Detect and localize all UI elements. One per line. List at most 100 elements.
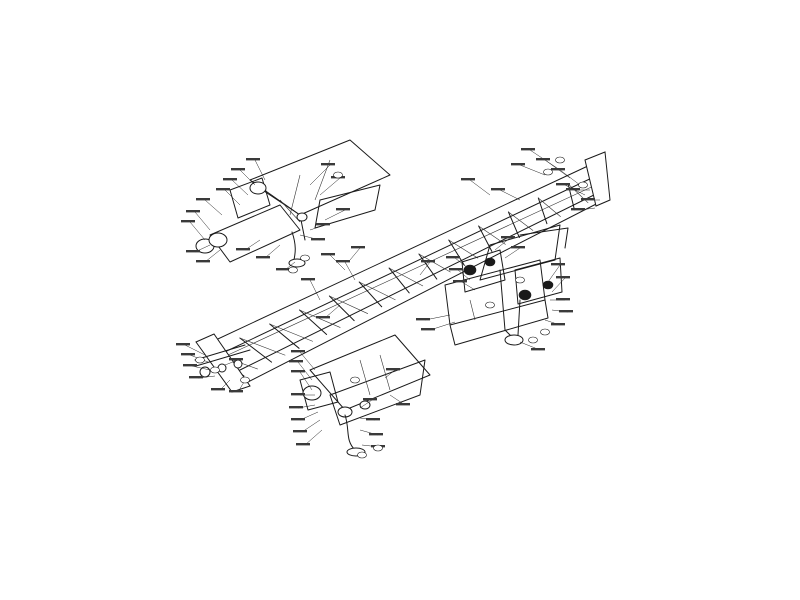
callout-tag-illegible [293, 430, 307, 433]
callout-tag-illegible [449, 268, 463, 271]
callout-tag-illegible [321, 253, 335, 256]
callout-tag-illegible [316, 316, 330, 319]
callout-leader [189, 221, 206, 241]
callout-tag-illegible [186, 250, 200, 253]
callout-tag-illegible [216, 188, 230, 191]
callout-tag-illegible [189, 376, 203, 379]
callout-tag-illegible [291, 370, 305, 373]
callout-leader [264, 244, 281, 259]
callout-tag-illegible [181, 353, 195, 356]
callout-tag-illegible [236, 248, 250, 251]
detail-reference-bubble [373, 444, 383, 452]
callout-leader [559, 169, 581, 186]
callout-leader [191, 365, 211, 371]
callout-tag-illegible [196, 260, 210, 263]
callout-tag-illegible [511, 163, 525, 166]
callout-tag-illegible [416, 318, 430, 321]
callout-tag-illegible [231, 168, 245, 171]
detail-reference-bubble [300, 254, 310, 262]
lower-center-subassembly [299, 334, 431, 457]
callout-tag-illegible [556, 183, 570, 186]
callout-tag-illegible [511, 246, 525, 249]
truss-vertical [328, 295, 355, 322]
callout-leader [309, 164, 331, 186]
truss-diagonal [388, 267, 424, 287]
truss-diagonal [269, 323, 313, 342]
detail-reference-bubble [528, 336, 538, 344]
truss-vertical [358, 281, 383, 308]
callout-leader [224, 359, 239, 366]
callout-tag-illegible [291, 393, 305, 396]
callout-leader [309, 279, 321, 301]
callout-leader [299, 371, 313, 391]
callout-tag-illegible [291, 418, 305, 421]
right-subassembly [444, 224, 569, 346]
callout-leader [204, 199, 223, 216]
callout-tag-illegible [396, 403, 410, 406]
callout-leader [231, 179, 249, 196]
detail-reference-bubble [333, 171, 343, 179]
callout-tag-illegible [336, 208, 350, 211]
callout-leader [454, 257, 469, 269]
upper-left-subassembly [195, 139, 391, 268]
callout-tag-illegible [421, 328, 435, 331]
callout-tag-illegible [229, 390, 243, 393]
truss-diagonal [329, 295, 369, 314]
callout-tag-illegible [386, 368, 400, 371]
callout-tag-illegible [491, 188, 505, 191]
callout-leader [494, 237, 511, 251]
callout-leader [499, 189, 521, 201]
callout-leader [461, 281, 476, 291]
callout-tag-illegible [256, 256, 270, 259]
callout-leader [344, 261, 356, 281]
callout-leader [184, 344, 206, 356]
callout-leader [329, 254, 346, 271]
callout-leader [309, 224, 326, 231]
callout-tag-illegible [186, 210, 200, 213]
detail-reference-bubble [210, 366, 220, 374]
callout-tag-illegible [453, 280, 467, 283]
truss-diagonal [239, 337, 286, 356]
truss-diagonal [418, 253, 451, 273]
detail-reference-bubble [485, 301, 495, 309]
callout-leader [324, 304, 341, 319]
callout-leader [319, 177, 341, 196]
callout-tag-illegible [351, 246, 365, 249]
callout-tag-illegible [366, 418, 380, 421]
callout-tag-illegible [289, 406, 303, 409]
callout-leader [359, 399, 373, 409]
callout-tag-illegible [181, 220, 195, 223]
callout-tag-illegible [556, 298, 570, 301]
callout-tag-illegible [551, 263, 565, 266]
truss-diagonal [359, 281, 396, 301]
truss-vertical [269, 323, 300, 349]
callout-leader [239, 169, 256, 186]
callout-leader [469, 179, 491, 196]
callout-tag-illegible [223, 178, 237, 181]
callout-leader [384, 369, 396, 379]
detail-reference-bubble [515, 276, 525, 284]
callout-tag-illegible [276, 268, 290, 271]
callout-tag-illegible [316, 223, 330, 226]
truss-diagonal [508, 211, 534, 231]
callout-tag-illegible [571, 208, 585, 211]
truss-vertical [239, 337, 273, 363]
callout-tag-illegible [551, 168, 565, 171]
truss-vertical [299, 309, 328, 335]
detail-reference-bubble [240, 376, 250, 384]
callout-leader [349, 247, 361, 261]
callout-tag-illegible [556, 276, 570, 279]
callout-leader [457, 269, 471, 281]
truss-vertical [507, 211, 520, 239]
detail-reference-bubble [288, 266, 298, 274]
detail-reference-bubble [350, 376, 360, 384]
callout-tag-illegible [301, 278, 315, 281]
callout-leader [299, 351, 316, 371]
callout-tag-illegible [421, 260, 435, 263]
detail-reference-bubble [543, 168, 553, 176]
callout-tag-illegible [289, 360, 303, 363]
callout-tag-illegible [363, 398, 377, 401]
callout-tag-illegible [311, 238, 325, 241]
callout-tag-illegible [551, 323, 565, 326]
callout-leader [419, 261, 431, 276]
